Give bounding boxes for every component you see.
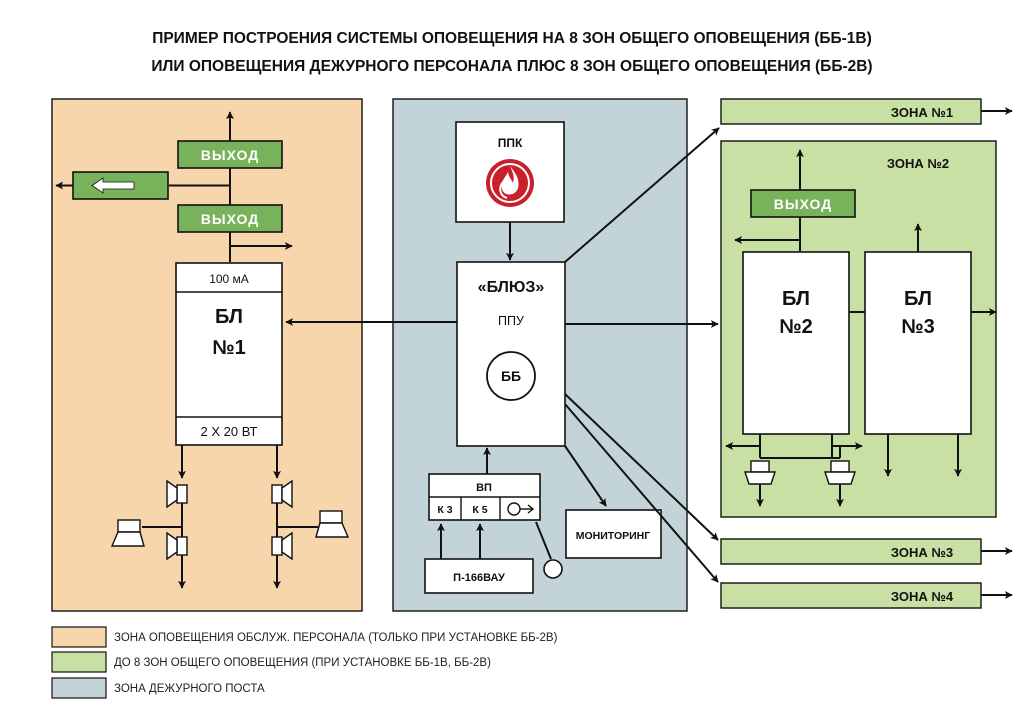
zone2-output-label: ВЫХОД — [774, 196, 832, 212]
vp-label: ВП — [476, 482, 492, 494]
legend-swatch-general — [51, 651, 107, 673]
ppu-sub: ППУ — [498, 314, 524, 328]
bl2-block — [742, 251, 850, 435]
ppu-to-zone-4 — [564, 403, 719, 583]
bl3-name-2: №3 — [901, 316, 934, 338]
microphone-icon — [507, 502, 535, 516]
bl3-block — [864, 251, 972, 435]
left-arrow-icon — [91, 177, 135, 194]
ppu-to-zone-3 — [564, 393, 719, 541]
zone-3-label: ЗОНА №3 — [891, 545, 953, 560]
horn-speaker-icon — [110, 519, 145, 547]
speaker-icon — [271, 479, 293, 509]
bl1-block — [175, 262, 283, 446]
monitoring-block — [565, 509, 662, 559]
monitoring-label: МОНИТОРИНГ — [576, 530, 650, 542]
k5-button: К 5 — [472, 504, 487, 516]
vp-block — [428, 473, 541, 521]
zone-4-bar — [720, 582, 982, 609]
zone2-output-box — [750, 189, 856, 218]
bl1-current: 100 мА — [209, 272, 249, 286]
output-bottom-box — [177, 204, 283, 233]
legend-text-general: ДО 8 ЗОН ОБЩЕГО ОПОВЕЩЕНИЯ (ПРИ УСТАНОВК… — [114, 657, 491, 669]
bl1-name-2: №1 — [212, 337, 245, 359]
ppu-to-monitoring — [564, 445, 607, 507]
microphone-head-icon — [543, 559, 563, 579]
legend-text-staff: ЗОНА ОПОВЕЩЕНИЯ ОБСЛУЖ. ПЕРСОНАЛА (ТОЛЬК… — [114, 632, 558, 644]
legend-swatch-staff — [51, 626, 107, 648]
bb-label: ББ — [501, 368, 521, 384]
zone-3-bar — [720, 538, 982, 565]
bl1-name-1: БЛ — [215, 306, 243, 328]
zone-1-bar — [720, 98, 982, 125]
mic-cable — [535, 521, 552, 560]
bb-circle — [486, 351, 536, 401]
output-bottom-label: ВЫХОД — [201, 211, 259, 227]
k3-button: К 3 — [437, 504, 452, 516]
speaker-icon — [271, 531, 293, 561]
title-line-1: ПРИМЕР ПОСТРОЕНИЯ СИСТЕМЫ ОПОВЕЩЕНИЯ НА … — [152, 30, 872, 47]
horn-speaker-icon — [315, 510, 350, 538]
legend-text-duty: ЗОНА ДЕЖУРНОГО ПОСТА — [114, 683, 265, 695]
title-line-2: ИЛИ ОПОВЕЩЕНИЯ ДЕЖУРНОГО ПЕРСОНАЛА ПЛЮС … — [151, 58, 872, 75]
bl2-name-2: №2 — [779, 316, 812, 338]
ppu-name: «БЛЮЗ» — [478, 279, 545, 296]
bl1-power: 2 Х 20 ВТ — [201, 424, 258, 439]
ppk-label: ППК — [498, 136, 523, 150]
output-top-label: ВЫХОД — [201, 147, 259, 163]
zone-2-label: ЗОНА №2 — [887, 156, 949, 171]
fire-icon — [486, 159, 534, 207]
horn-speaker-icon — [744, 460, 776, 485]
zone-1-label: ЗОНА №1 — [891, 105, 953, 120]
bl3-name-1: БЛ — [904, 288, 932, 310]
horn-speaker-icon — [824, 460, 856, 485]
p166-label: П-166ВАУ — [453, 572, 505, 584]
ppu-to-zone-1 — [564, 127, 720, 263]
output-top-box — [177, 140, 283, 169]
speaker-icon — [166, 479, 188, 509]
bl2-name-1: БЛ — [782, 288, 810, 310]
p166-block — [424, 558, 534, 594]
speaker-icon — [166, 531, 188, 561]
zone-4-label: ЗОНА №4 — [891, 589, 954, 604]
legend-swatch-duty — [51, 677, 107, 699]
